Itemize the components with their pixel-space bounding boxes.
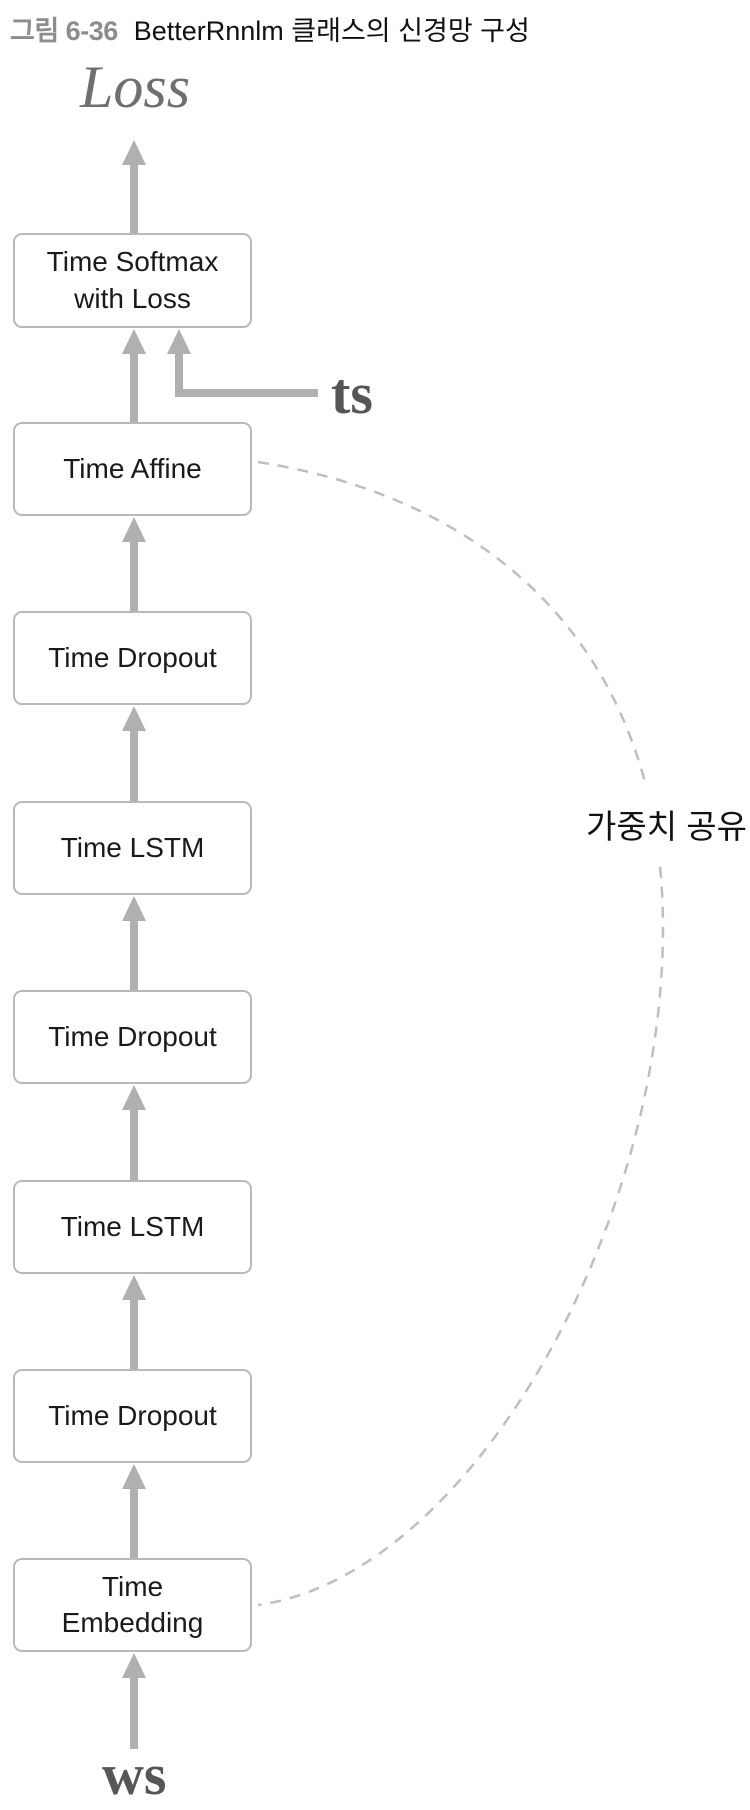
arrowhead-ws-to-embedding bbox=[122, 1653, 146, 1678]
arrow-ts-to-softmax bbox=[175, 351, 318, 397]
layer-box-time-dropout-3: Time Dropout bbox=[13, 1369, 252, 1463]
layer-box-time-lstm-1: Time LSTM bbox=[13, 801, 252, 895]
figure-number: 그림 6-36 bbox=[10, 16, 118, 46]
figure-caption: BetterRnnlm 클래스의 신경망 구성 bbox=[133, 16, 530, 46]
arrowhead-affine-to-softmax bbox=[122, 329, 146, 354]
ws-input-label: ws bbox=[102, 1742, 167, 1807]
arrowhead-embedding-to-dropout3 bbox=[122, 1464, 146, 1489]
layer-box-time-softmax-with-loss: Time Softmax with Loss bbox=[13, 233, 252, 328]
weight-sharing-label: 가중치 공유 bbox=[580, 788, 750, 865]
layer-box-time-embedding: Time Embedding bbox=[13, 1558, 252, 1652]
layer-box-time-lstm-2: Time LSTM bbox=[13, 1180, 252, 1274]
figure-title: 그림 6-36 BetterRnnlm 클래스의 신경망 구성 bbox=[10, 9, 530, 48]
layer-box-time-dropout-2: Time Dropout bbox=[13, 990, 252, 1084]
layer-box-time-affine: Time Affine bbox=[13, 422, 252, 516]
arrowhead-lstm1-to-dropout1 bbox=[122, 706, 146, 731]
layer-box-time-dropout-1: Time Dropout bbox=[13, 611, 252, 705]
arrowhead-softmax-to-loss bbox=[122, 140, 146, 165]
arrowhead-dropout3-to-lstm2 bbox=[122, 1275, 146, 1300]
ts-input-label: ts bbox=[331, 361, 373, 426]
arrowhead-lstm2-to-dropout2 bbox=[122, 1085, 146, 1110]
arrowhead-dropout1-to-affine bbox=[122, 517, 146, 542]
weight-sharing-curve bbox=[257, 460, 665, 1607]
arrowhead-ts-to-softmax bbox=[167, 329, 191, 354]
arrowhead-dropout2-to-lstm1 bbox=[122, 896, 146, 921]
loss-output-label: Loss bbox=[80, 54, 191, 120]
